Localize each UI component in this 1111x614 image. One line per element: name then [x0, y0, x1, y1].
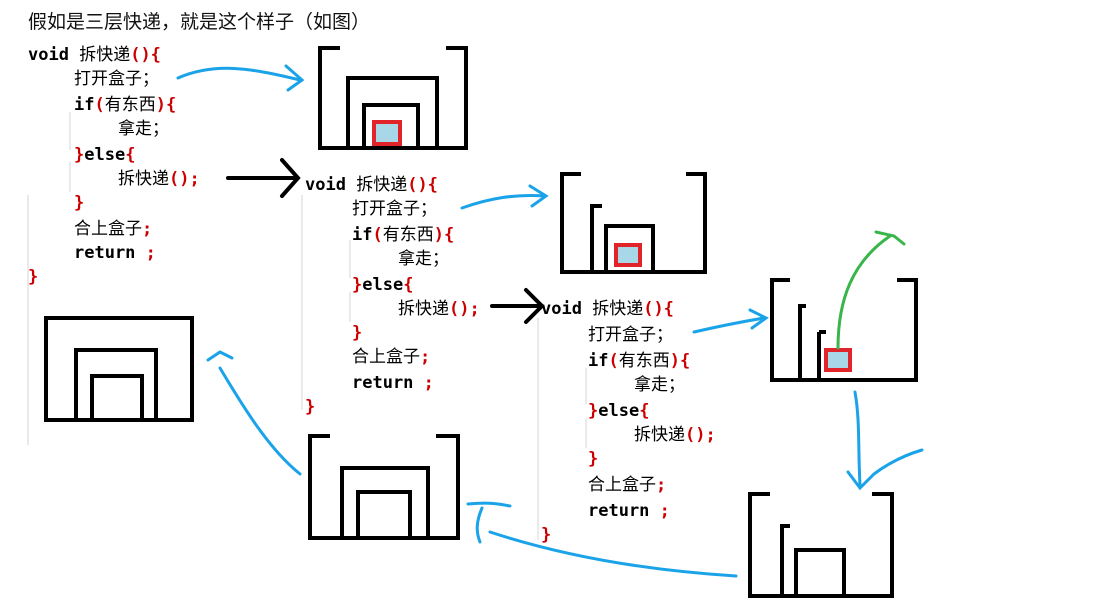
code-line-signature: void 拆快递(){: [541, 299, 674, 319]
code-line-call: 拆快递();: [118, 169, 200, 189]
box-one-layer-open: [770, 278, 918, 382]
item-in-box: [372, 120, 402, 146]
code-line-close-box: 合上盒子;: [588, 475, 666, 495]
green-arrow-take-item: [836, 230, 906, 350]
box-middle-closed: [308, 434, 460, 540]
code-line-open-box: 打开盒子；: [352, 199, 437, 219]
box-three-layers-open: [318, 46, 468, 150]
code-block-3: void 拆快递(){ 打开盒子； if(有东西){ 拿走； }else{ 拆快…: [537, 299, 716, 545]
code-line-close-box: 合上盒子;: [352, 347, 430, 367]
blue-arrow-open-2: [460, 184, 549, 210]
code-line-if-close: }: [74, 193, 84, 213]
code-line-call: 拆快递();: [398, 299, 480, 319]
code-line-take: 拿走；: [634, 374, 685, 395]
code-line-else: }else{: [588, 401, 649, 421]
code-line-return: return ;: [352, 373, 434, 393]
box-fully-closed: [44, 316, 194, 422]
diagram-title: 假如是三层快递，就是这个样子（如图）: [28, 11, 370, 33]
code-line-if-close: }: [588, 449, 598, 469]
code-line-call: 拆快递();: [634, 425, 716, 445]
black-arrow-call-1: [226, 158, 301, 198]
code-line-else: }else{: [74, 145, 135, 165]
code-line-func-close: }: [541, 525, 551, 545]
blue-arrow-open-1: [176, 64, 305, 92]
code-line-open-box: 打开盒子；: [588, 325, 673, 345]
code-block-1: void 拆快递(){ 打开盒子； if(有东西){ 拿走； }else{ 拆快…: [27, 45, 200, 445]
code-line-open-box: 打开盒子；: [74, 69, 159, 89]
item-in-box: [614, 243, 642, 267]
box-inner-closed: [748, 492, 894, 598]
item-in-box: [824, 348, 852, 372]
blue-arrow-open-3: [692, 308, 769, 334]
code-line-if: if(有东西){: [588, 351, 690, 371]
blue-arrow-down-return: [846, 390, 924, 491]
code-line-if: if(有东西){: [74, 95, 176, 115]
code-line-signature: void 拆快递(){: [305, 175, 438, 195]
box-two-layers-open: [560, 172, 707, 274]
code-line-take: 拿走；: [118, 118, 169, 139]
code-line-signature: void 拆快递(){: [28, 45, 161, 65]
code-line-close-box: 合上盒子;: [74, 219, 152, 239]
code-line-func-close: }: [305, 397, 315, 417]
black-arrow-call-2: [490, 288, 545, 324]
code-line-func-close: }: [28, 267, 38, 287]
code-line-if-close: }: [352, 323, 362, 343]
code-line-return: return ;: [74, 243, 156, 263]
code-line-if: if(有东西){: [352, 225, 454, 245]
code-line-else: }else{: [352, 275, 413, 295]
code-line-return: return ;: [588, 501, 670, 521]
blue-arrow-back-to-middle: [466, 501, 738, 578]
code-line-take: 拿走；: [398, 248, 449, 269]
blue-arrow-back-to-outer: [206, 350, 302, 476]
code-block-2: void 拆快递(){ 打开盒子； if(有东西){ 拿走； }else{ 拆快…: [301, 175, 480, 417]
